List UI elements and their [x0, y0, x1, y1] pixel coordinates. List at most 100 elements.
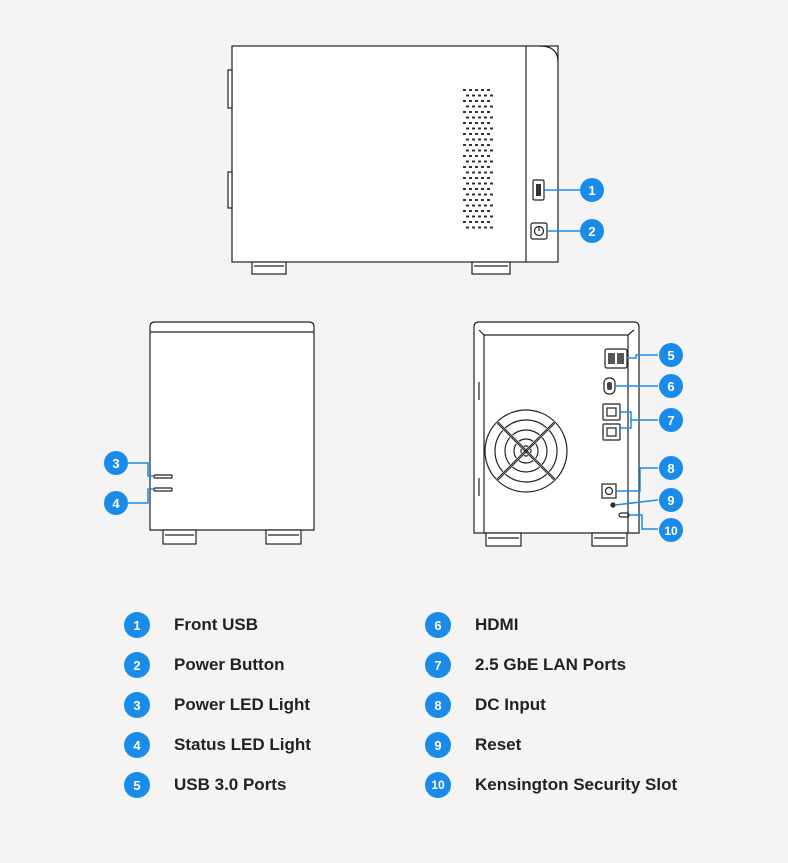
vent-hole	[478, 182, 481, 185]
vent-hole	[475, 89, 478, 91]
vent-hole	[472, 127, 475, 130]
vent-hole	[475, 111, 478, 113]
side-foot-left	[251, 261, 287, 275]
vent-hole	[481, 111, 484, 113]
vent-hole	[469, 144, 472, 146]
lan-port-1-socket	[606, 407, 617, 417]
leader-line-5	[627, 354, 658, 359]
bezel-curve	[539, 45, 559, 63]
callout-number: 5	[667, 348, 674, 363]
vent-hole	[475, 188, 478, 190]
legend-badge: 3	[124, 692, 150, 718]
vent-hole	[463, 133, 466, 135]
vent-hole	[469, 133, 472, 135]
vent-hole	[472, 226, 475, 229]
vent-hole	[478, 171, 481, 174]
vent-hole	[487, 133, 490, 135]
vent-hole	[490, 105, 493, 108]
vent-hole	[469, 210, 472, 212]
vent-hole	[487, 100, 490, 102]
lan-port-2-socket	[606, 427, 617, 437]
legend-label: DC Input	[475, 695, 546, 714]
side-view-body	[231, 45, 559, 263]
legend-badge: 1	[124, 612, 150, 638]
vent-hole	[463, 155, 466, 157]
vent-hole	[469, 188, 472, 190]
vent-hole	[490, 171, 493, 174]
legend-label: Kensington Security Slot	[475, 775, 678, 794]
front-view	[149, 321, 315, 545]
vent-hole	[481, 177, 484, 179]
vent-hole	[490, 149, 493, 152]
legend-item-power-led: 3 Power LED Light	[124, 692, 310, 718]
legend-label: USB 3.0 Ports	[174, 775, 287, 794]
rear-foot-right	[591, 532, 628, 547]
vent-hole	[463, 221, 466, 223]
vent-hole	[466, 138, 469, 141]
vent-hole	[469, 155, 472, 157]
legend-item-dc-input: 8 DC Input	[425, 692, 546, 718]
vent-hole	[487, 155, 490, 157]
vent-hole	[484, 215, 487, 218]
callout-number: 8	[667, 461, 674, 476]
leader-line-9	[614, 499, 659, 506]
vent-hole	[475, 133, 478, 135]
vent-hole	[466, 149, 469, 152]
legend-item-front-usb: 1 Front USB	[124, 612, 258, 638]
lan-port-1	[602, 403, 621, 421]
vent-hole	[487, 122, 490, 124]
vent-hole	[463, 210, 466, 212]
vent-hole	[487, 188, 490, 190]
front-view-body	[149, 321, 315, 531]
legend-item-power-button: 2 Power Button	[124, 652, 285, 678]
vent-hole	[466, 182, 469, 185]
leader-line-8	[616, 467, 658, 492]
side-latch-top	[227, 69, 233, 109]
vent-hole	[466, 204, 469, 207]
vent-hole	[475, 177, 478, 179]
vent-hole	[478, 94, 481, 97]
vent-hole	[475, 166, 478, 168]
vent-hole	[475, 155, 478, 157]
legend-badge: 4	[124, 732, 150, 758]
vent-hole	[481, 155, 484, 157]
leader-lines	[128, 189, 659, 530]
vent-hole	[466, 215, 469, 218]
side-latch-bottom	[227, 171, 233, 209]
vent-hole	[484, 160, 487, 163]
legend-item-hdmi: 6 HDMI	[425, 612, 518, 638]
vent-hole	[469, 111, 472, 113]
dc-input	[601, 483, 617, 499]
lan-port-2	[602, 423, 621, 441]
vent-hole	[484, 105, 487, 108]
vent-hole	[472, 138, 475, 141]
vent-hole	[475, 221, 478, 223]
legend-item-usb-3-ports: 5 USB 3.0 Ports	[124, 772, 286, 798]
legend-badge: 10	[425, 772, 451, 798]
leader-line-4	[128, 488, 154, 504]
vent-hole	[490, 127, 493, 130]
callout-number: 1	[588, 183, 595, 198]
vent-hole	[463, 122, 466, 124]
vent-hole	[463, 144, 466, 146]
vent-hole	[475, 210, 478, 212]
leader-line-10	[629, 514, 658, 530]
dc-input-jack	[604, 486, 614, 496]
vent-hole	[463, 188, 466, 190]
vent-hole	[481, 122, 484, 124]
rear-top-lip	[478, 329, 635, 336]
vent-hole	[490, 160, 493, 163]
legend-item-kensington-slot: 10 Kensington Security Slot	[425, 772, 677, 798]
callout-number: 4	[112, 496, 120, 511]
vent-hole	[481, 100, 484, 102]
usb-3-port-a	[608, 353, 615, 364]
vent-hole	[475, 144, 478, 146]
callouts: 1 2 3 4 5 6 7 8	[104, 178, 683, 542]
vent-hole	[466, 116, 469, 119]
callout-4: 4	[104, 491, 128, 515]
vent-hole	[472, 94, 475, 97]
vent-hole	[475, 100, 478, 102]
vent-hole	[478, 160, 481, 163]
vent-hole	[469, 122, 472, 124]
vent-hole	[487, 111, 490, 113]
